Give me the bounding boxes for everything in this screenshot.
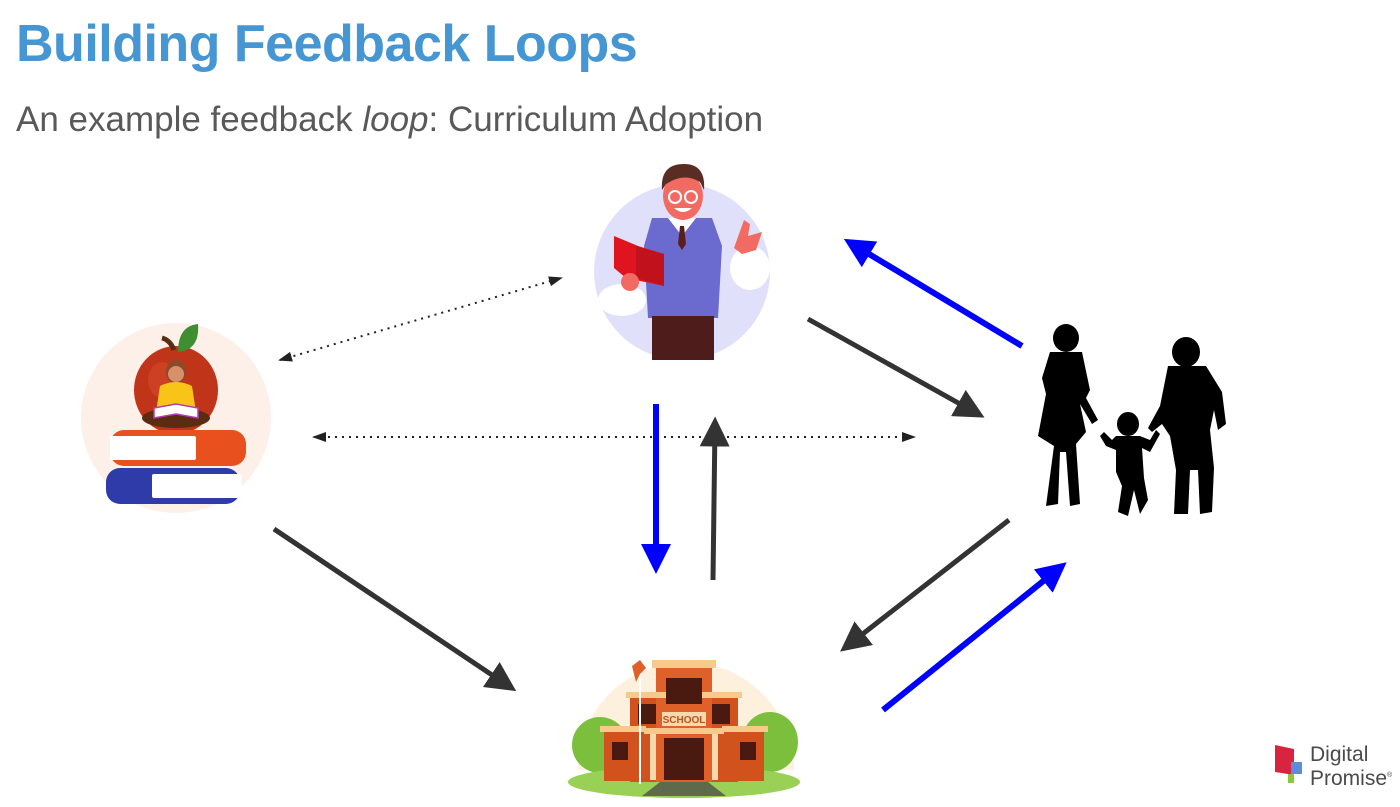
slide-subtitle: An example feedback loop: Curriculum Ado… <box>16 100 763 140</box>
edge-family-school-dark <box>840 518 1011 652</box>
school-sign-text: SCHOOL <box>663 715 706 726</box>
subtitle-emphasis: loop <box>362 100 429 139</box>
edges <box>272 238 1067 713</box>
teacher-icon <box>594 164 770 360</box>
digital-promise-logo: Digital Promise® <box>1272 742 1400 792</box>
curriculum-icon <box>81 323 271 513</box>
edge-teacher-family-dark <box>806 316 985 418</box>
edge-school-family-blue <box>881 562 1067 713</box>
logo-line1: Digital <box>1310 743 1369 766</box>
school-icon: SCHOOL <box>568 660 800 798</box>
edge-curriculum-school-dark <box>272 526 517 692</box>
subtitle-suffix: : Curriculum Adoption <box>428 100 764 139</box>
logo-text: Digital Promise® <box>1310 744 1392 789</box>
digital-promise-mark-icon <box>1275 745 1302 783</box>
logo-registered-mark: ® <box>1387 772 1393 779</box>
edge-family-teacher-blue <box>843 238 1024 349</box>
subtitle-prefix: An example feedback <box>16 100 363 139</box>
slide-title: Building Feedback Loops <box>16 15 638 73</box>
edge-curriculum-teacher-dotted <box>278 276 563 362</box>
family-icon <box>1038 324 1226 516</box>
logo-line2: Promise <box>1310 767 1388 790</box>
edge-school-teacher-dark <box>699 416 730 581</box>
